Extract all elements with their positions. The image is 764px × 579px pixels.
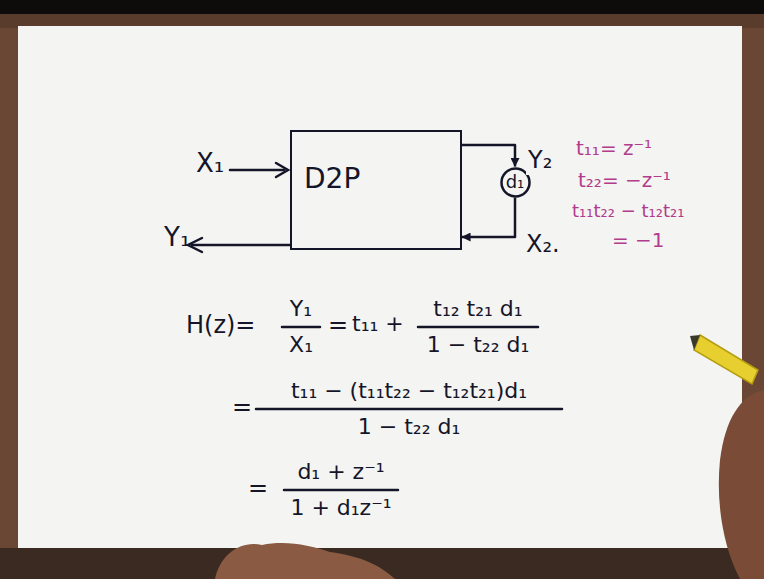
note: t₁₁t₂₂ − t₁₂t₂₁ [572,200,684,222]
equation-term: 1 − t₂₂ d₁ [427,332,529,358]
marker-tip [690,335,700,350]
equation-term: = [232,393,252,422]
hand [719,390,764,579]
equation-term: = [248,474,268,503]
equation-term: H(z)= [186,311,255,340]
equation-term: 1 − t₂₂ d₁ [358,414,460,440]
equation-term: t₁₁ + [352,311,404,337]
output-wire [192,244,290,247]
signal-name: Y₁ [164,222,190,253]
fraction-bar [282,326,320,329]
circle-outline-shape [501,168,529,196]
note: = −1 [612,228,665,252]
board-frame [0,14,764,28]
fraction-bar [418,326,538,329]
node-label: D2P [304,162,360,196]
input-wire [230,169,284,172]
equation-term: = [328,311,348,340]
equation-term: d₁ + z⁻¹ [297,459,384,485]
top-band [0,0,764,14]
arrowhead [276,163,288,177]
note: t₁₁= z⁻¹ [576,136,652,160]
fraction-bar [284,489,398,492]
whiteboard [18,26,742,548]
two-port-box: D2P [290,130,462,250]
equation-term: t₁₁ − (t₁₁t₂₂ − t₁₂t₂₁)d₁ [291,378,527,404]
node-label: d₁ [506,171,525,193]
equation-term: 1 + d₁z⁻¹ [290,495,391,521]
equation-term: t₁₂ t₂₁ d₁ [433,296,522,322]
note: t₂₂= −z⁻¹ [578,168,671,192]
signal-wire [462,198,515,238]
hand [215,543,395,579]
signal-wire [462,145,515,167]
signal-name: Y₂ [526,146,554,175]
equation-term: X₁ [289,332,313,358]
fraction-bar [256,408,562,411]
signal-name: X₂. [524,230,562,259]
signal-name: X₁ [196,148,224,179]
equation-term: Y₁ [290,296,312,322]
board-frame [0,28,18,548]
marker-pen [694,335,758,384]
